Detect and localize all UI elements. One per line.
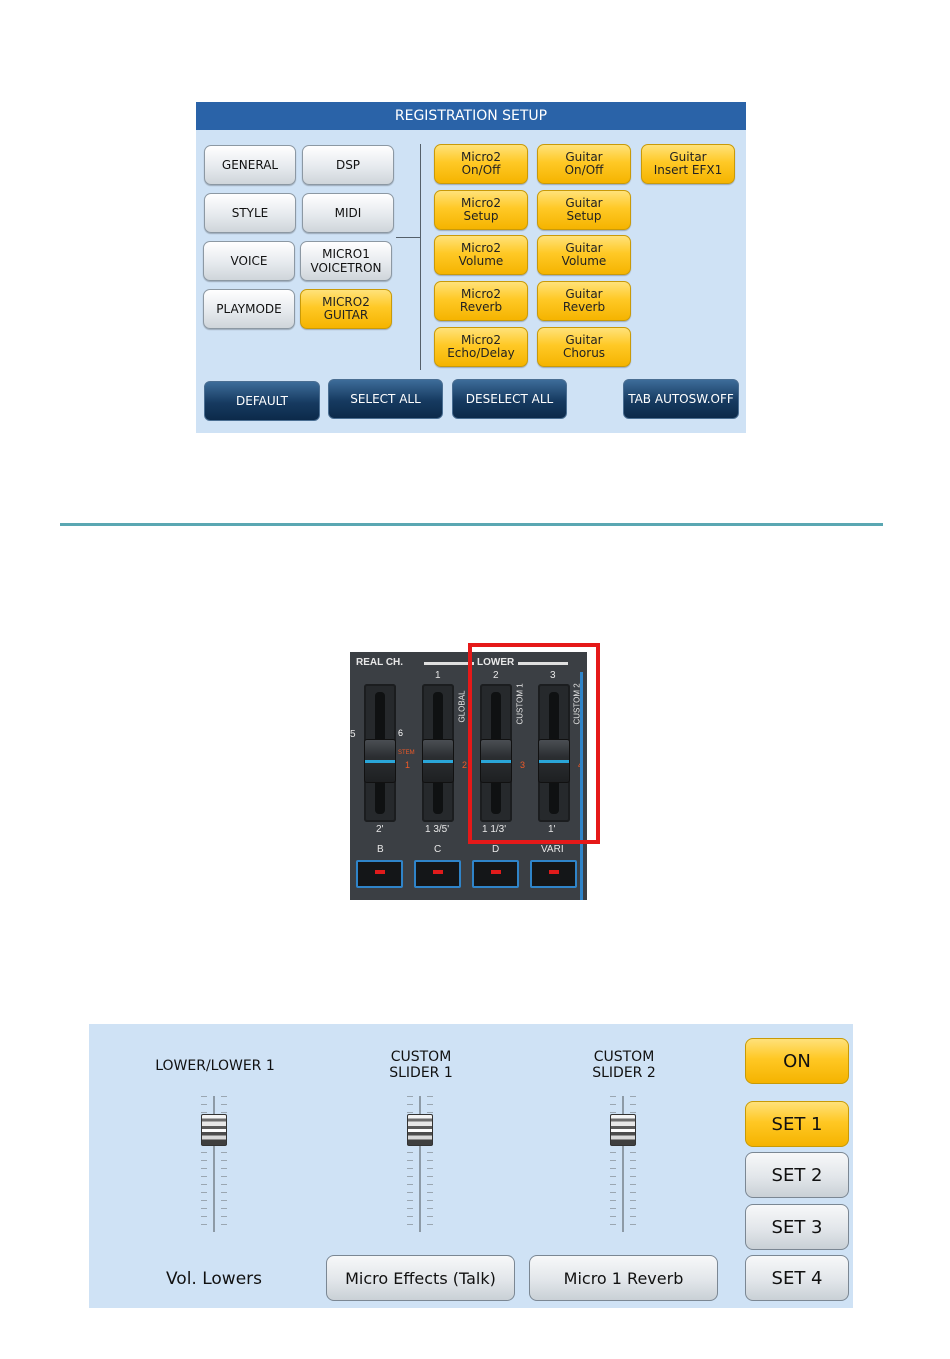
micro-1-reverb-button[interactable]: Micro 1 Reverb [529,1255,718,1301]
custom-slider-1-fader[interactable] [405,1096,435,1232]
set-4-button[interactable]: SET 4 [745,1255,849,1301]
drawbar-knob[interactable] [538,739,570,783]
partial-left-label: 5 [350,729,356,740]
lower-label: LOWER [477,657,515,668]
footage-1: 1' [548,824,556,835]
separator-connector [396,237,420,238]
fader-cap[interactable] [201,1114,227,1146]
custom-drawbars-highlight [468,643,600,844]
midi-button[interactable]: MIDI [302,193,394,233]
set-2-button[interactable]: SET 2 [745,1152,849,1198]
separator-vertical [420,144,421,370]
micro-effects-talk-button[interactable]: Micro Effects (Talk) [326,1255,515,1301]
drawbar-1-3-5ft[interactable] [422,684,454,822]
fader-cap[interactable] [610,1114,636,1146]
set-3-button[interactable]: SET 3 [745,1204,849,1250]
c-led-button[interactable] [414,860,461,888]
footage-1-3-5: 1 3/5' [425,824,450,835]
button-label-vari: VARI [541,844,564,855]
guitar-setup-button[interactable]: Guitar Setup [537,190,631,230]
global-vertical-label: GLOBAL [457,690,467,723]
drawbar-1ft[interactable] [538,684,570,822]
drawbar-number-2: 2 [493,670,499,681]
red-mark-3: 3 [520,760,526,770]
footage-1-1-3: 1 1/3' [482,824,507,835]
lower-line-left [424,662,474,665]
fader-track [213,1096,215,1232]
tab-autosw-off-button[interactable]: TAB AUTOSW.OFF [623,379,739,419]
micro2-volume-button[interactable]: Micro2 Volume [434,235,528,275]
voice-button[interactable]: VOICE [203,241,295,281]
default-button[interactable]: DEFAULT [204,381,320,421]
led-indicator [375,870,385,874]
guitar-onoff-button[interactable]: Guitar On/Off [537,144,631,184]
red-mark-1: 1 [405,760,411,770]
micro2-reverb-button[interactable]: Micro2 Reverb [434,281,528,321]
micro2-setup-button[interactable]: Micro2 Setup [434,190,528,230]
panel-right-edge [580,672,583,900]
led-indicator [491,870,501,874]
micro2-guitar-button[interactable]: MICRO2 GUITAR [300,289,392,329]
button-label-b: B [377,844,384,855]
red-mark-2: 2 [462,760,468,770]
micro1-voicetron-button[interactable]: MICRO1 VOICETRON [300,241,392,281]
deselect-all-button[interactable]: DESELECT ALL [452,379,567,419]
guitar-insert-efx1-button[interactable]: Guitar Insert EFX1 [641,144,735,184]
custom-slider-2-fader[interactable] [608,1096,638,1232]
registration-setup-panel: REGISTRATION SETUP GENERAL DSP STYLE MID… [196,102,746,433]
on-button[interactable]: ON [745,1038,849,1084]
lower-lower1-fader[interactable] [199,1096,229,1232]
button-label-d: D [492,844,500,855]
drawbar-1-1-3ft[interactable] [480,684,512,822]
button-label-c: C [434,844,442,855]
guitar-chorus-button[interactable]: Guitar Chorus [537,327,631,367]
drawbar-knob[interactable] [422,739,454,783]
fader-track [622,1096,624,1232]
registration-setup-title: REGISTRATION SETUP [196,102,746,130]
micro2-onoff-button[interactable]: Micro2 On/Off [434,144,528,184]
custom-sliders-panel: LOWER/LOWER 1 CUSTOM SLIDER 1 CUSTOM SLI… [89,1024,853,1308]
drawbar-number-3: 3 [550,670,556,681]
vari-led-button[interactable] [530,860,577,888]
lower-lower1-title: LOWER/LOWER 1 [155,1058,275,1074]
guitar-reverb-button[interactable]: Guitar Reverb [537,281,631,321]
d-led-button[interactable] [472,860,519,888]
fader-track [419,1096,421,1232]
micro2-echo-delay-button[interactable]: Micro2 Echo/Delay [434,327,528,367]
drawbar-number-1: 1 [435,670,441,681]
lower-line-right [518,662,568,665]
drawbar-knob[interactable] [480,739,512,783]
b-led-button[interactable] [356,860,403,888]
drawbar-knob[interactable] [364,739,396,783]
playmode-button[interactable]: PLAYMODE [203,289,295,329]
section-divider [60,523,883,526]
drawbar-2ft[interactable] [364,684,396,822]
vol-lowers-label: Vol. Lowers [165,1269,263,1289]
white-mark-6: 6 [398,728,404,738]
led-indicator [433,870,443,874]
real-ch-label: REAL CH. [356,657,404,668]
select-all-button[interactable]: SELECT ALL [328,379,443,419]
guitar-volume-button[interactable]: Guitar Volume [537,235,631,275]
footage-2: 2' [376,824,384,835]
general-button[interactable]: GENERAL [204,145,296,185]
fader-cap[interactable] [407,1114,433,1146]
custom-slider-2-title: CUSTOM SLIDER 2 [592,1049,656,1081]
set-1-button[interactable]: SET 1 [745,1101,849,1147]
dsp-button[interactable]: DSP [302,145,394,185]
led-indicator [549,870,559,874]
custom-slider-1-title: CUSTOM SLIDER 1 [389,1049,453,1081]
style-button[interactable]: STYLE [204,193,296,233]
system-label: STEM [398,750,415,756]
